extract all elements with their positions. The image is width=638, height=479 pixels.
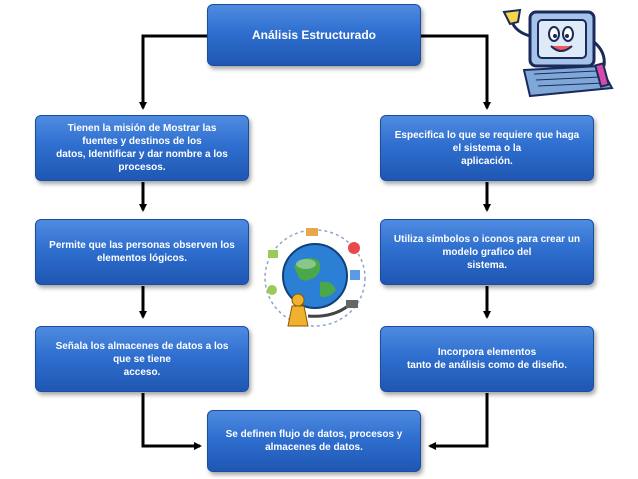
bottom-box: Se definen flujo de datos, procesos y al… xyxy=(207,410,421,472)
left-box-1: Tienen la misión de Mostrar las fuentes … xyxy=(35,115,249,181)
left-box-3: Señala los almacenes de datos a los que … xyxy=(35,326,249,392)
connector-title-left xyxy=(139,34,207,110)
right-box-3: Incorpora elementos tanto de análisis co… xyxy=(380,326,594,392)
title-box: Análisis Estructurado xyxy=(207,4,421,66)
connector-title-right xyxy=(420,34,491,110)
connector-left-bottom xyxy=(141,393,202,450)
globe-network-icon xyxy=(264,228,366,327)
computer-character-icon xyxy=(502,8,614,98)
connector-right-bottom xyxy=(428,393,489,450)
right-box-2: Utiliza símbolos o iconos para crear un … xyxy=(380,219,594,285)
right-box-1: Especifica lo que se requiere que haga e… xyxy=(380,115,594,181)
left-box-2: Permite que las personas observen los el… xyxy=(35,219,249,285)
